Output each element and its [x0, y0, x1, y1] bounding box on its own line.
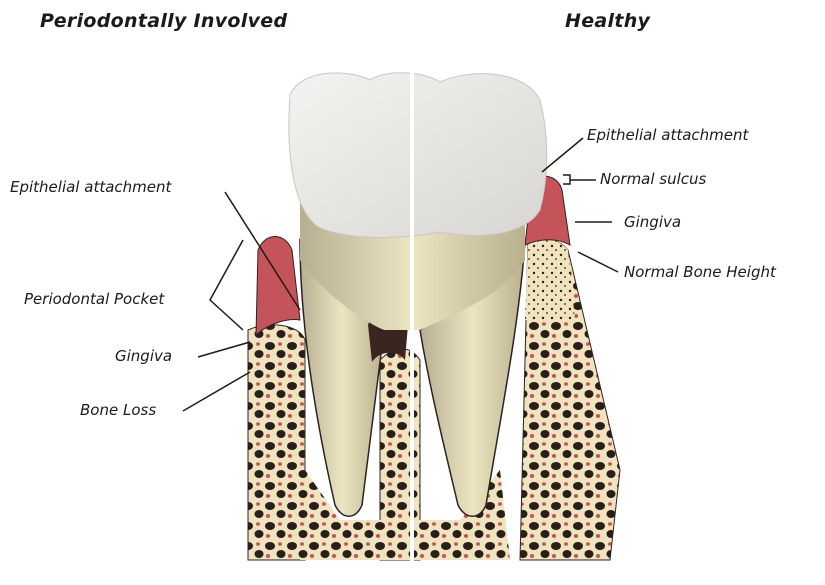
- leader-left-boneloss: [183, 372, 250, 411]
- label-left-gingiva: Gingiva: [115, 347, 172, 365]
- tooth-crown: [289, 73, 547, 238]
- right-bone-crest: [525, 238, 575, 320]
- label-periodontal-pocket: Periodontal Pocket: [24, 290, 164, 308]
- left-alveolar-bone: [248, 325, 305, 560]
- label-normal-sulcus: Normal sulcus: [600, 170, 706, 188]
- leader-left-gingiva: [198, 342, 250, 357]
- leader-left-pocket: [210, 240, 243, 330]
- label-normal-bone-height: Normal Bone Height: [624, 263, 776, 281]
- label-bone-loss: Bone Loss: [80, 401, 156, 419]
- leader-right-sulcus: [563, 175, 596, 184]
- leader-right-epithelial: [542, 138, 583, 172]
- label-left-epithelial-attachment: Epithelial attachment: [10, 178, 171, 196]
- label-right-gingiva: Gingiva: [624, 213, 681, 231]
- leader-right-bone: [578, 252, 618, 272]
- label-right-epithelial-attachment: Epithelial attachment: [587, 126, 748, 144]
